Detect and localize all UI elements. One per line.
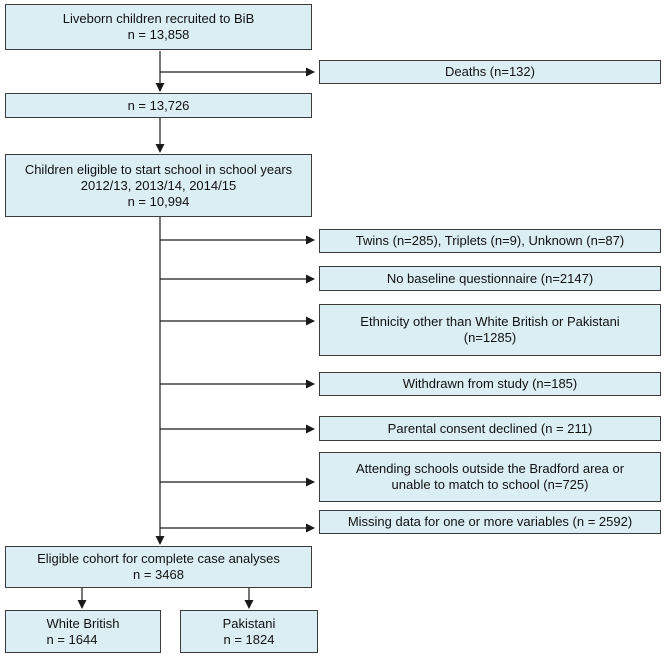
outside-area-line2: unable to match to school (n=725) [391,477,589,492]
box-pakistani: Pakistani n = 1824 [180,610,318,653]
outside-area-line1: Attending schools outside the Bradford a… [355,461,625,476]
ethnicity-line2: (n=1285) [463,330,517,345]
box-after-deaths: n = 13,726 [5,93,312,118]
recruited-label: Liveborn children recruited to BiB [62,11,255,26]
ethnicity-line1: Ethnicity other than White British or Pa… [360,314,620,329]
pakistani-count: n = 1824 [223,631,275,647]
box-no-questionnaire: No baseline questionnaire (n=2147) [319,266,661,291]
cohort-label: Eligible cohort for complete case analys… [37,551,280,566]
cohort-count: n = 3468 [133,567,184,582]
box-withdrawn: Withdrawn from study (n=185) [319,372,661,396]
box-white-british: White British n = 1644 [5,610,161,653]
box-cohort: Eligible cohort for complete case analys… [5,546,312,588]
after-deaths-count: n = 13,726 [127,97,190,113]
deaths-label: Deaths (n=132) [445,64,535,79]
withdrawn-label: Withdrawn from study (n=185) [402,376,578,391]
recruited-count: n = 13,858 [127,27,190,42]
multiples-label: Twins (n=285), Triplets (n=9), Unknown (… [355,233,625,248]
missing-data-label: Missing data for one or more variables (… [347,514,633,529]
eligible-school-count: n = 10,994 [127,193,190,209]
eligible-school-line2: 2012/13, 2013/14, 2014/15 [80,177,237,193]
box-consent-declined: Parental consent declined (n = 211) [319,416,661,441]
no-questionnaire-label: No baseline questionnaire (n=2147) [386,270,594,286]
box-outside-area: Attending schools outside the Bradford a… [319,452,661,502]
pakistani-label: Pakistani [222,615,276,631]
box-missing-data: Missing data for one or more variables (… [319,510,661,534]
white-british-label: White British [46,615,120,631]
box-ethnicity: Ethnicity other than White British or Pa… [319,304,661,356]
white-british-count: n = 1644 [46,631,98,647]
box-recruited: Liveborn children recruited to BiB n = 1… [5,4,312,50]
consent-declined-label: Parental consent declined (n = 211) [387,420,593,436]
box-deaths: Deaths (n=132) [319,60,661,84]
eligible-school-line1: Children eligible to start school in sch… [24,161,293,177]
box-eligible-school: Children eligible to start school in sch… [5,154,312,217]
box-multiples: Twins (n=285), Triplets (n=9), Unknown (… [319,229,661,253]
